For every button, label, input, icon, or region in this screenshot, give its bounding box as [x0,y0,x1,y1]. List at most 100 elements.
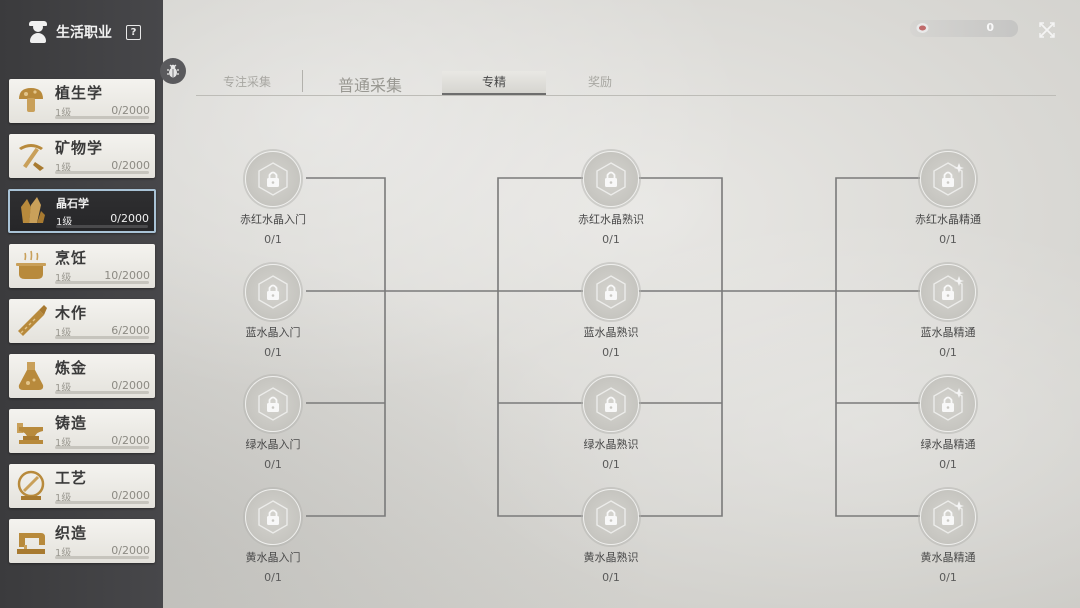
mushroom-icon [19,88,43,112]
sidebar-item-level: 1级 [55,108,72,119]
cooking-pot-icon [16,250,46,279]
sidebar-item-name: 炼金 [55,359,88,377]
skill-node-progress: 0/1 [264,346,282,359]
bug-icon [167,64,179,78]
skill-node[interactable]: 绿水晶精通 0/1 [888,376,1008,471]
xp-progress-bar [55,556,149,559]
exit-fullscreen-icon[interactable] [1038,21,1056,39]
skill-node-progress: 0/1 [264,458,282,471]
skill-node[interactable]: 赤红水晶熟识 0/1 [551,151,671,246]
skill-node-label: 赤红水晶精通 [915,213,981,226]
tab-rewards[interactable]: 奖励 [588,75,613,89]
skill-node-ring [583,376,639,432]
skill-node-progress: 0/1 [939,458,957,471]
sidebar-item-crystallography[interactable]: 晶石学 1级 0/2000 [8,189,156,233]
profession-person-icon [28,21,48,43]
lock-icon [933,162,964,196]
tab-normal-gathering[interactable]: 普通采集 [338,76,403,95]
debug-button[interactable] [160,58,186,84]
skill-node-progress: 0/1 [602,233,620,246]
skill-node-ring [583,489,639,545]
lock-icon [258,275,288,309]
xp-progress-bar [55,336,149,339]
sidebar-item-alchemy[interactable]: 炼金 1级 0/2000 [9,354,155,398]
skill-node[interactable]: 蓝水晶熟识 0/1 [551,264,671,359]
lock-icon [596,275,626,309]
sidebar-item-name: 工艺 [55,469,88,487]
sidebar-item-casting[interactable]: 铸造 1级 0/2000 [9,409,155,453]
sidebar-item-level: 1级 [56,217,73,228]
skill-node-progress: 0/1 [602,346,620,359]
crystal-icon [21,197,45,223]
lock-icon [933,500,964,534]
skill-node[interactable]: 绿水晶入门 0/1 [213,376,333,471]
lock-icon [258,387,288,421]
xp-progress-bar [56,225,148,228]
lock-icon [933,387,964,421]
sidebar-item-level: 1级 [55,383,72,394]
coin-icon [916,23,929,33]
sidebar-item-mineralogy[interactable]: 矿物学 1级 0/2000 [9,134,155,178]
skill-node-ring [583,264,639,320]
sidebar-item-level: 1级 [55,493,72,504]
anvil-icon [17,423,43,444]
sidebar-item-name: 织造 [55,524,88,542]
skill-node-label: 赤红水晶入门 [240,213,306,226]
skill-node-label: 绿水晶精通 [920,438,976,451]
lock-icon [933,275,964,309]
gear-craft-icon [17,470,45,500]
lock-icon [258,500,288,534]
skill-node[interactable]: 黄水晶熟识 0/1 [551,489,671,584]
lock-icon [596,162,626,196]
skill-node-ring [920,151,976,207]
skill-node-label: 赤红水晶熟识 [578,213,644,226]
skill-node-ring [245,264,301,320]
skill-node-ring [920,489,976,545]
skill-node-label: 黄水晶熟识 [583,551,639,564]
skill-node[interactable]: 赤红水晶精通 0/1 [888,151,1008,246]
currency-display: 0 [910,20,1018,37]
skill-node-label: 蓝水晶精通 [920,326,976,339]
skill-node-label: 绿水晶入门 [245,438,301,451]
sidebar-item-level: 1级 [55,328,72,339]
xp-progress-bar [55,446,149,449]
sewing-machine-icon [17,533,45,554]
skill-node-label: 黄水晶精通 [920,551,976,564]
help-icon[interactable]: ? [126,24,141,40]
skill-node-label: 蓝水晶熟识 [583,326,639,339]
sidebar-header: 生活职业 ? [28,18,141,46]
lock-icon [258,162,288,196]
skill-node-progress: 0/1 [602,571,620,584]
sidebar-item-woodworking[interactable]: 木作 1级 6/2000 [9,299,155,343]
tab-specialization[interactable]: 专精 [442,71,546,95]
sidebar-item-level: 1级 [55,273,72,284]
sidebar-item-craftsmanship[interactable]: 工艺 1级 0/2000 [9,464,155,508]
sidebar-item-xp: 0/2000 [111,544,150,557]
skill-node[interactable]: 绿水晶熟识 0/1 [551,376,671,471]
sidebar: 生活职业 ? 植生学 1级 0/2000 矿物学 1级 0/2000 晶石 [0,0,163,608]
xp-progress-bar [55,116,149,119]
tab-focused-gathering[interactable]: 专注采集 [223,75,272,89]
skill-node-label: 绿水晶熟识 [583,438,639,451]
sidebar-item-name: 烹饪 [55,249,88,267]
sidebar-item-name: 木作 [55,304,88,322]
sidebar-item-botany[interactable]: 植生学 1级 0/2000 [9,79,155,123]
skill-node[interactable]: 蓝水晶入门 0/1 [213,264,333,359]
skill-node-ring [245,376,301,432]
sidebar-item-level: 1级 [55,163,72,174]
sidebar-item-weaving[interactable]: 织造 1级 0/2000 [9,519,155,563]
pickaxe-icon [19,144,44,171]
tab-underline [196,95,1056,96]
skill-node[interactable]: 赤红水晶入门 0/1 [213,151,333,246]
skill-node-progress: 0/1 [264,233,282,246]
sidebar-item-level: 1级 [55,548,72,559]
xp-progress-bar [55,171,149,174]
skill-node-ring [245,151,301,207]
sidebar-item-cooking[interactable]: 烹饪 1级 10/2000 [9,244,155,288]
skill-node[interactable]: 黄水晶精通 0/1 [888,489,1008,584]
skill-node-label: 蓝水晶入门 [245,326,301,339]
skill-node[interactable]: 黄水晶入门 0/1 [213,489,333,584]
skill-node[interactable]: 蓝水晶精通 0/1 [888,264,1008,359]
